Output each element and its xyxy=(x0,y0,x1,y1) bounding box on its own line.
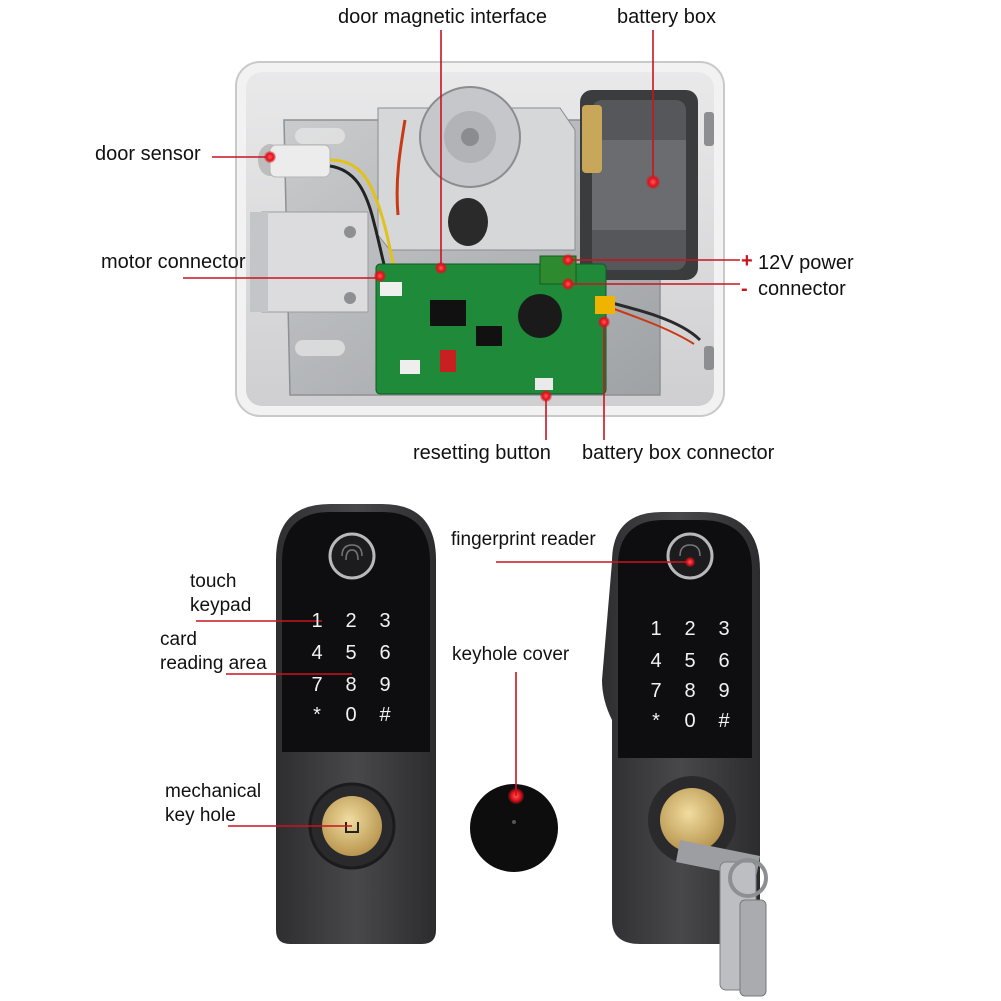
keypad-key[interactable]: 8 xyxy=(684,680,696,702)
keypad-key[interactable]: 1 xyxy=(650,618,662,640)
label-connector: connector xyxy=(758,278,846,300)
keypad-key[interactable]: 5 xyxy=(345,642,357,664)
label-key-hole: key hole xyxy=(165,805,236,826)
keypad-key[interactable]: 6 xyxy=(379,642,391,664)
label-power-minus: - xyxy=(741,278,748,300)
keypad-key[interactable]: # xyxy=(379,704,391,726)
keypad-key[interactable]: 8 xyxy=(345,674,357,696)
keypad-key[interactable]: 0 xyxy=(345,704,357,726)
label-power-plus: + xyxy=(741,250,753,272)
label-mechanical: mechanical xyxy=(165,781,262,802)
keypad-key[interactable]: # xyxy=(718,710,730,732)
label-battery-box: battery box xyxy=(617,6,716,28)
label-12v-power: 12V power xyxy=(758,252,854,274)
label-keyhole-cover: keyhole cover xyxy=(452,644,570,665)
keypad-key[interactable]: * xyxy=(313,704,321,726)
keypad-key[interactable]: 7 xyxy=(311,674,323,696)
label-reading-area: reading area xyxy=(160,653,267,674)
callout-dots-top xyxy=(264,151,660,402)
keypad-key[interactable]: 9 xyxy=(379,674,391,696)
keypad-key[interactable]: 6 xyxy=(718,650,730,672)
callout-dots-bottom xyxy=(685,557,695,567)
keypad-key[interactable]: 4 xyxy=(311,642,323,664)
keypad-key[interactable]: 4 xyxy=(650,650,662,672)
label-door-sensor: door sensor xyxy=(95,143,201,165)
lock-front-right xyxy=(602,512,768,997)
label-keypad: keypad xyxy=(190,595,252,616)
label-touch: touch xyxy=(190,571,237,592)
label-battery-box-connector: battery box connector xyxy=(582,442,775,464)
keypad-key[interactable]: 1 xyxy=(311,610,323,632)
keypad-key[interactable]: 3 xyxy=(379,610,391,632)
label-resetting-button: resetting button xyxy=(413,442,551,464)
keypad-key[interactable]: 2 xyxy=(684,618,696,640)
keypad-key[interactable]: 7 xyxy=(650,680,662,702)
lock-front-left xyxy=(276,504,436,944)
keypad-key[interactable]: 5 xyxy=(684,650,696,672)
label-card: card xyxy=(160,629,197,650)
lock-case-interior xyxy=(235,61,725,417)
keyhole-cover xyxy=(470,784,558,872)
label-door-magnetic-interface: door magnetic interface xyxy=(338,6,548,28)
keypad-key[interactable]: 0 xyxy=(684,710,696,732)
keypad-key[interactable]: * xyxy=(652,710,660,732)
keypad-key[interactable]: 2 xyxy=(345,610,357,632)
label-fingerprint-reader: fingerprint reader xyxy=(451,529,596,550)
callout-lines-top xyxy=(183,30,740,440)
label-motor-connector: motor connector xyxy=(101,251,246,273)
keypad-key[interactable]: 3 xyxy=(718,618,730,640)
keypad-key[interactable]: 9 xyxy=(718,680,730,702)
callout-lines-bottom xyxy=(196,561,690,827)
